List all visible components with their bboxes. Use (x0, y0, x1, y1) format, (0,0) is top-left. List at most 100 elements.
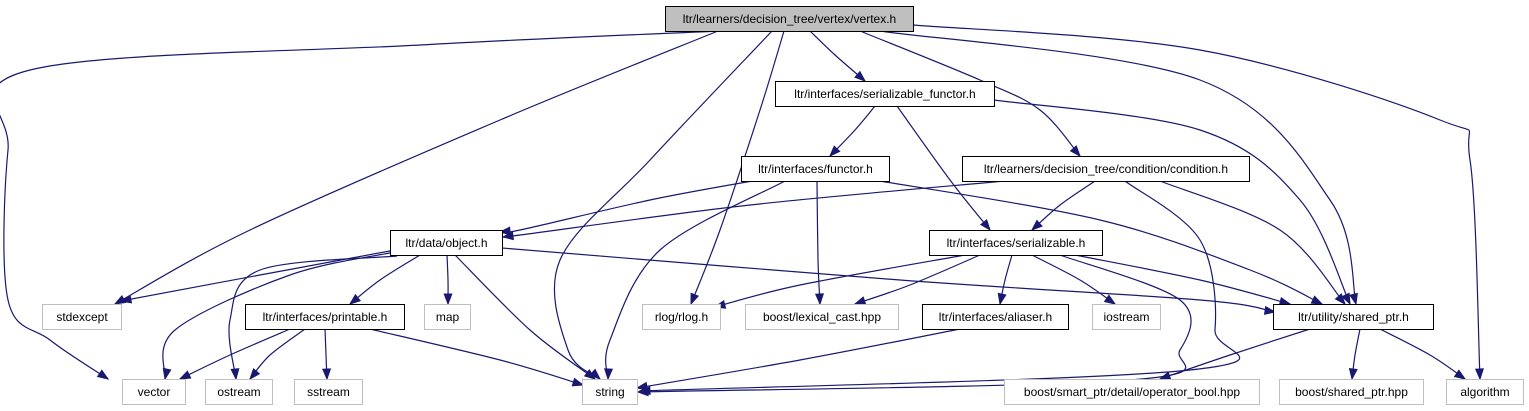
edge-printable-to-ostream (249, 328, 306, 381)
node-label: ltr/utility/shared_ptr.h (1298, 310, 1409, 324)
nodes-layer: ltr/learners/decision_tree/vertex/vertex… (42, 6, 1524, 405)
arrow-head-icon (1158, 371, 1172, 380)
arrow-head-icon (443, 293, 453, 306)
node-vector: vector (122, 379, 186, 405)
edge-serializable-to-aliaser (997, 254, 1013, 306)
arrow-head-icon (119, 294, 133, 304)
edge-line (912, 24, 1481, 380)
node-algorithm: algorithm (1446, 379, 1524, 405)
edge-vertex-to-condition (859, 30, 1081, 158)
edge-vertex-to-string (553, 30, 773, 380)
node-stdexcept: stdexcept (42, 304, 122, 330)
edge-line (637, 254, 1192, 393)
edge-line (499, 180, 753, 234)
node-ostream: ostream (205, 379, 273, 405)
arrow-head-icon (814, 293, 824, 306)
node-label: stdexcept (56, 310, 108, 324)
edge-functor-to-string (604, 180, 786, 381)
node-operator-bool: boost/smart_ptr/detail/operator_bool.hpp (1004, 379, 1260, 405)
arrow-head-icon (604, 368, 614, 381)
node-box (245, 304, 405, 330)
node-box (962, 156, 1250, 182)
node-box (775, 81, 995, 107)
arrow-head-icon (589, 368, 602, 380)
arrow-head-icon (1349, 292, 1358, 306)
edge-line (0, 30, 721, 380)
edge-line (228, 255, 398, 380)
arrow-head-icon (249, 368, 261, 381)
edge-vertex-to-serializable_functor (809, 30, 867, 82)
edge-line (809, 30, 866, 82)
arrow-head-icon (854, 70, 867, 82)
arrow-head-icon (1334, 293, 1346, 306)
edge-shared_ptr_h-to-operator_bool (1158, 328, 1311, 380)
arrow-head-icon (1474, 368, 1484, 381)
arrow-head-icon (1348, 368, 1358, 381)
node-box (424, 304, 471, 330)
edge-line (1379, 328, 1466, 380)
node-box (642, 304, 721, 330)
edge-line (349, 254, 421, 305)
edges-layer (0, 24, 1484, 397)
edge-line (1031, 254, 1116, 305)
edge-line (714, 254, 966, 308)
edge-line (114, 30, 719, 305)
node-label: ltr/learners/decision_tree/condition/con… (984, 162, 1228, 176)
node-label: boost/lexical_cast.hpp (763, 310, 881, 324)
edge-aliaser-to-string (635, 328, 961, 391)
edge-line (993, 99, 1351, 305)
node-lexical-cast: boost/lexical_cast.hpp (745, 304, 899, 330)
node-box (582, 379, 638, 405)
edge-line (249, 328, 306, 380)
arrow-head-icon (829, 145, 841, 158)
arrow-head-icon (322, 368, 332, 381)
edge-line (605, 180, 786, 380)
arrow-head-icon (1453, 369, 1467, 380)
node-label: ltr/data/object.h (405, 236, 487, 250)
node-functor[interactable]: ltr/interfaces/functor.h (741, 156, 890, 182)
node-aliaser[interactable]: ltr/interfaces/aliaser.h (922, 304, 1069, 330)
edge-object-to-vector (162, 251, 396, 381)
edge-serializable_functor-to-functor (829, 105, 876, 158)
edge-functor-to-lexical_cast (814, 180, 824, 306)
node-box (741, 156, 890, 182)
edge-line (1159, 180, 1346, 305)
node-condition[interactable]: ltr/learners/decision_tree/condition/con… (962, 156, 1250, 182)
arrow-head-icon (1263, 305, 1277, 315)
edge-line (1074, 254, 1291, 305)
edge-line (1031, 180, 1096, 231)
node-label: sstream (307, 385, 350, 399)
node-label: iostream (1103, 310, 1149, 324)
arrow-head-icon (230, 368, 240, 381)
node-label: ltr/interfaces/serializable_functor.h (794, 87, 975, 101)
node-box (1092, 304, 1161, 330)
node-label: vector (138, 385, 171, 399)
node-object[interactable]: ltr/data/object.h (390, 230, 503, 256)
node-label: boost/shared_ptr.hpp (1295, 385, 1408, 399)
arrow-head-icon (571, 377, 585, 387)
node-vertex: ltr/learners/decision_tree/vertex/vertex… (665, 6, 914, 32)
node-serializable[interactable]: ltr/interfaces/serializable.h (929, 230, 1103, 256)
node-box (929, 230, 1103, 256)
node-box (1004, 379, 1260, 405)
arrow-head-icon (690, 292, 700, 306)
node-label: ltr/learners/decision_tree/vertex/vertex… (683, 12, 896, 26)
arrow-head-icon (1069, 145, 1081, 158)
node-box (1273, 304, 1434, 330)
arrow-head-icon (997, 292, 1007, 306)
node-iostream: iostream (1092, 304, 1161, 330)
node-label: rlog/rlog.h (655, 310, 708, 324)
node-label: ltr/interfaces/serializable.h (947, 236, 1086, 250)
node-label: boost/smart_ptr/detail/operator_bool.hpp (1024, 385, 1240, 399)
node-box (205, 379, 273, 405)
edge-object-to-printable (348, 254, 421, 305)
edge-serializable-to-iostream (1031, 254, 1117, 305)
arrow-head-icon (348, 293, 362, 305)
node-string: string (582, 379, 638, 405)
arrow-head-icon (96, 369, 110, 380)
node-printable[interactable]: ltr/interfaces/printable.h (245, 304, 405, 330)
edge-line (120, 249, 396, 302)
edge-line (454, 254, 596, 380)
node-shared-ptr-h[interactable]: ltr/utility/shared_ptr.h (1273, 304, 1434, 330)
node-serializable-functor[interactable]: ltr/interfaces/serializable_functor.h (775, 81, 995, 107)
